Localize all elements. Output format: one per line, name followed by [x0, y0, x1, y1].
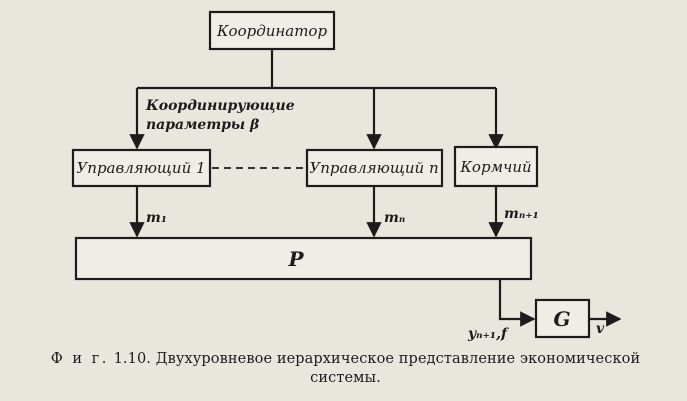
- g-label: G: [553, 307, 570, 331]
- figure-caption: Ф и г. 1.10. Двухуровневое иерархическое…: [8, 350, 683, 388]
- caption-number: 1.10.: [113, 351, 152, 367]
- v-output-label: v: [596, 321, 605, 337]
- helmsman-box: [453, 145, 539, 188]
- y-output-label: yₙ₊₁,f: [467, 326, 510, 342]
- controller-1-box: [71, 148, 212, 188]
- mn1-label: mₙ₊₁: [504, 206, 539, 222]
- coordinator-label: Координатор: [216, 22, 328, 40]
- m1-label: m₁: [146, 210, 167, 226]
- hierarchy-diagram: Координатор Координирующие параметры β У…: [71, 10, 622, 342]
- g-box: [534, 298, 591, 339]
- mn-label: mₙ: [384, 210, 405, 226]
- arrow-p-to-g: [498, 279, 536, 327]
- controller-1-label: Управляющий 1: [76, 159, 205, 177]
- coord-params-label-1: Координирующие: [145, 98, 295, 114]
- controller-n-label: Управляющий n: [309, 159, 438, 177]
- process-label: P: [287, 247, 304, 271]
- coordinator-bus: [137, 49, 496, 90]
- caption-text-line1: Двухуровневое иерархическое представлени…: [155, 351, 641, 367]
- process-box: [74, 236, 533, 281]
- helmsman-label: Кормчий: [459, 158, 531, 176]
- caption-prefix: Ф и г.: [50, 351, 109, 367]
- caption-text-line2: системы.: [310, 370, 381, 386]
- coord-params-label-2: параметры β: [146, 117, 260, 133]
